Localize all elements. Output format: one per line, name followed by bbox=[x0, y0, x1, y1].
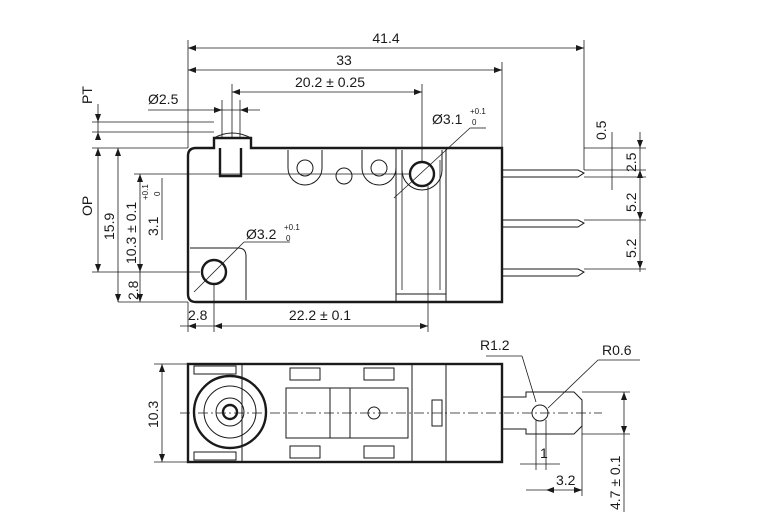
dim-upper-hole: Ø3.1 bbox=[432, 111, 463, 127]
front-view bbox=[186, 132, 585, 304]
plunger bbox=[218, 148, 243, 178]
terminal-3 bbox=[502, 268, 585, 277]
dim-body-length: 33 bbox=[336, 52, 352, 68]
dim-outer-radius: R0.6 bbox=[602, 342, 632, 358]
upper-mounting-hole bbox=[408, 160, 436, 188]
dim-terminal-gap: 0.5 bbox=[593, 120, 609, 140]
bottom-view bbox=[180, 362, 602, 464]
dim-bottom-offset: 2.8 bbox=[125, 280, 141, 300]
bottom-dimensions: 10.3 R1.2 R0.6 1 3.2 4.7 ± 0.1 bbox=[145, 337, 640, 512]
dim-inner-radius: R1.2 bbox=[480, 337, 510, 353]
switch-body-outline bbox=[186, 136, 504, 304]
front-dimensions: 41.4 33 20.2 ± 0.25 Ø2.5 Ø3.1 +0.1 0 Ø3.… bbox=[79, 30, 646, 332]
terminal-1 bbox=[502, 169, 585, 178]
dim-left-offset: 2.8 bbox=[188, 307, 208, 323]
dim-op-height: 15.9 bbox=[101, 213, 117, 240]
dim-terminal-pitch-1: 5.2 bbox=[623, 192, 639, 212]
dim-terminal-width: 4.7 ± 0.1 bbox=[607, 455, 623, 510]
dim-operating-position: OP bbox=[79, 196, 95, 216]
bottom-terminal bbox=[502, 391, 583, 435]
dim-terminal-top: 2.5 bbox=[623, 152, 639, 172]
svg-text:0: 0 bbox=[153, 191, 162, 196]
dim-overall-length: 41.4 bbox=[372, 30, 399, 46]
svg-text:0: 0 bbox=[286, 234, 291, 243]
dim-lower-hole: Ø3.2 bbox=[246, 226, 277, 242]
dim-terminal-thickness: 1 bbox=[540, 445, 548, 461]
svg-text:0: 0 bbox=[472, 118, 477, 127]
dim-body-width: 10.3 bbox=[145, 401, 161, 428]
dim-pretravel: PT bbox=[79, 86, 95, 104]
terminal-2 bbox=[502, 219, 585, 228]
svg-text:+0.1: +0.1 bbox=[284, 223, 300, 232]
dim-hole-spacing: 22.2 ± 0.1 bbox=[289, 307, 351, 323]
dim-terminal-pitch-2: 5.2 bbox=[623, 238, 639, 258]
dim-terminal-hole-offset: 3.2 bbox=[556, 472, 576, 488]
dim-pivot-to-hole: 20.2 ± 0.25 bbox=[295, 74, 365, 90]
dim-hole-offset: 3.1 bbox=[145, 216, 161, 236]
dim-hole-height: 10.3 ± 0.1 bbox=[123, 202, 139, 264]
round-boss bbox=[192, 374, 268, 450]
svg-text:+0.1: +0.1 bbox=[141, 184, 150, 200]
svg-text:+0.1: +0.1 bbox=[470, 107, 486, 116]
dim-plunger-diameter: Ø2.5 bbox=[148, 91, 179, 107]
